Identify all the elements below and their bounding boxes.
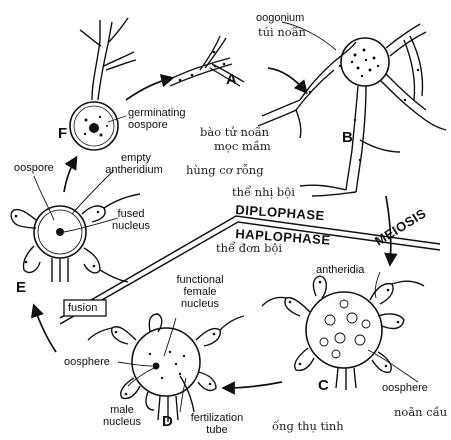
stage-c-oospheres: [319, 299, 371, 359]
stage-e-contents: [14, 210, 100, 268]
label-germinating-line1: germinating: [128, 107, 186, 119]
label-fert-line2: tube: [206, 424, 228, 436]
stage-label-e: E: [16, 279, 27, 296]
cycle-arrows: [30, 67, 398, 395]
label-leader-lines: [33, 21, 419, 413]
stage-a-nuclei: [178, 50, 232, 82]
stage-label-a: A: [226, 71, 237, 88]
stage-b-contents: [308, 48, 420, 162]
label-functional-line3: nucleus: [181, 298, 219, 310]
label-fused-line1: fused: [117, 208, 145, 220]
label-germinating-line2: oospore: [128, 119, 168, 131]
vn-bao-tu-line2: mọc mầm: [214, 139, 271, 153]
stage-f-contents: [83, 115, 108, 137]
vn-tui-noan: túi noãn: [258, 25, 306, 39]
stage-b-oogonium: [257, 23, 447, 197]
vn-the-nhi-boi: thể nhị bội: [232, 185, 295, 199]
stage-d-oogonium: [87, 313, 245, 422]
label-oosphere-left: oosphere: [64, 356, 110, 368]
stage-f-germinating-oospore: [69, 17, 137, 151]
stage-label-f: F: [58, 125, 68, 142]
label-empty-line2: antheridium: [105, 164, 163, 176]
stage-d-contents: [114, 330, 216, 396]
label-oosphere-right: oosphere: [382, 382, 428, 394]
label-oogonium: oogonium: [256, 12, 305, 24]
label-empty-line1: empty: [121, 152, 151, 164]
stage-label-b: B: [342, 129, 353, 146]
label-oospore: oospore: [14, 162, 54, 174]
label-functional-line2: female: [183, 286, 217, 298]
label-male-line1: male: [110, 404, 134, 416]
label-fused-line2: nucleus: [112, 220, 150, 232]
stage-c-oogonium: [261, 275, 425, 390]
vn-bao-tu-line1: bào tử noãn: [200, 125, 270, 139]
vn-hung-co-rong: hùng cơ rỗng: [186, 163, 264, 177]
label-antheridia: antheridia: [316, 264, 365, 276]
stage-label-c: C: [318, 377, 329, 394]
vn-ong-thu-tinh: ống thụ tinh: [272, 419, 344, 433]
phase-boundary-lines: [59, 215, 441, 325]
fusion-box: [63, 299, 107, 317]
stage-label-d: D: [162, 413, 173, 430]
label-fert-line1: fertilization: [190, 412, 244, 424]
vn-the-don-boi: thể đơn bội: [216, 241, 283, 255]
vn-noan-cau: noãn cầu: [394, 405, 448, 419]
stage-a-hyphae: [167, 35, 245, 87]
label-functional-line1: functional: [176, 274, 224, 286]
label-fusion: fusion: [68, 302, 98, 314]
stage-c-antheridia-dots: [288, 280, 400, 368]
stage-e-fertilized-oogonium: [10, 193, 141, 283]
label-male-line2: nucleus: [103, 416, 141, 428]
